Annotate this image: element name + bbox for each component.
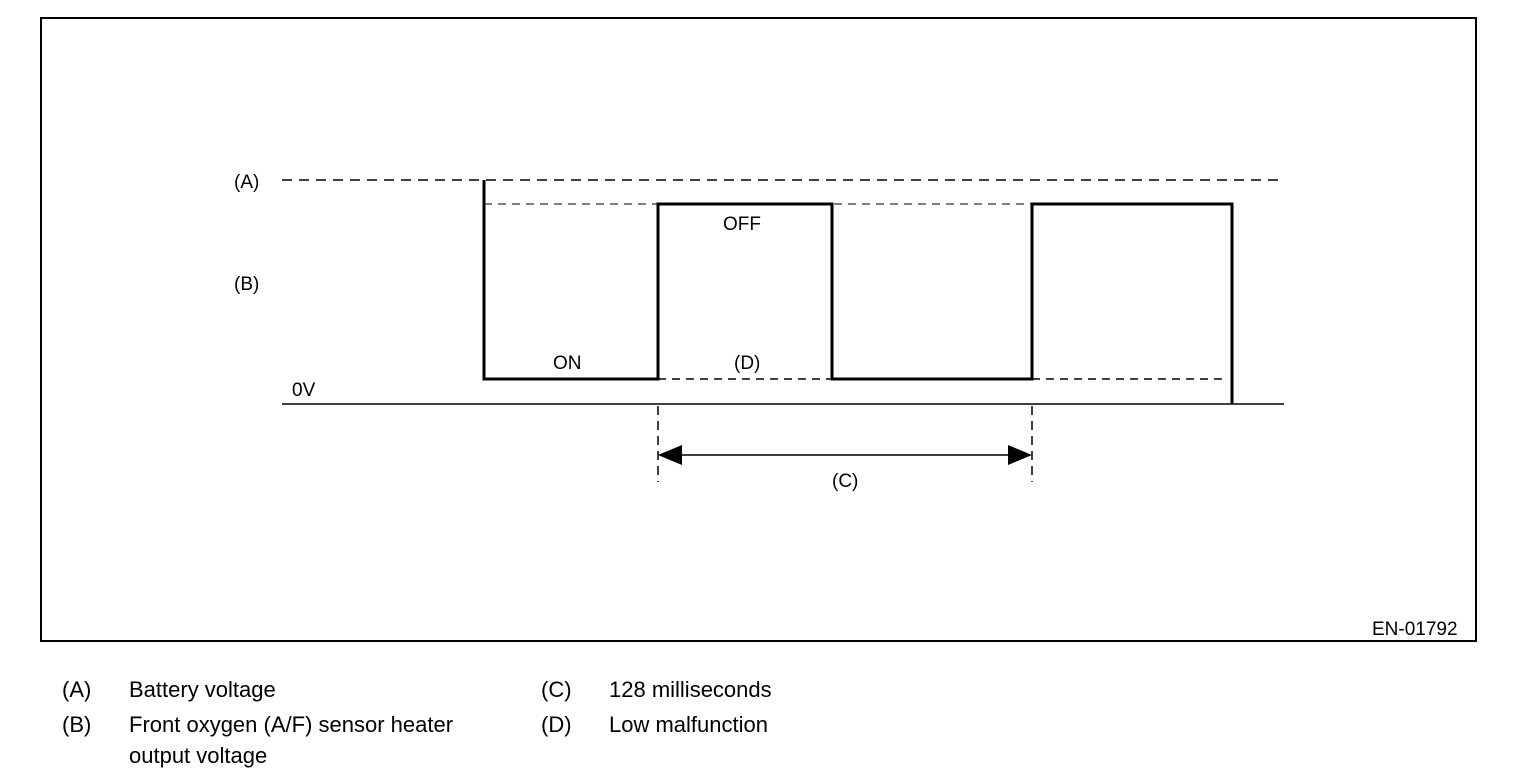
label-c: (C) <box>832 471 858 492</box>
legend-key: (B) <box>62 712 92 737</box>
label-d: (D) <box>734 353 760 374</box>
legend-desc: Battery voltage <box>129 677 276 702</box>
label-b: (B) <box>234 274 259 295</box>
label-on: ON <box>553 353 582 374</box>
figure-frame <box>40 17 1477 642</box>
waveform-diagram: (A) (B) 0V ON OFF (D) (C) EN-01792 <box>40 17 1477 642</box>
label-zero-volt: 0V <box>292 380 316 401</box>
legend-desc: Front oxygen (A/F) sensor heater <box>129 712 454 737</box>
legend-key: (D) <box>541 712 572 737</box>
figure-code: EN-01792 <box>1372 619 1458 640</box>
label-a: (A) <box>234 172 259 193</box>
legend-desc: Low malfunction <box>609 712 768 737</box>
legend-desc-continued: output voltage <box>129 743 268 768</box>
legend-key: (C) <box>541 677 572 702</box>
heater-output-waveform <box>482 180 1234 404</box>
legend-key: (A) <box>62 677 92 702</box>
legend-desc: 128 milliseconds <box>609 677 772 702</box>
label-off: OFF <box>723 214 761 235</box>
